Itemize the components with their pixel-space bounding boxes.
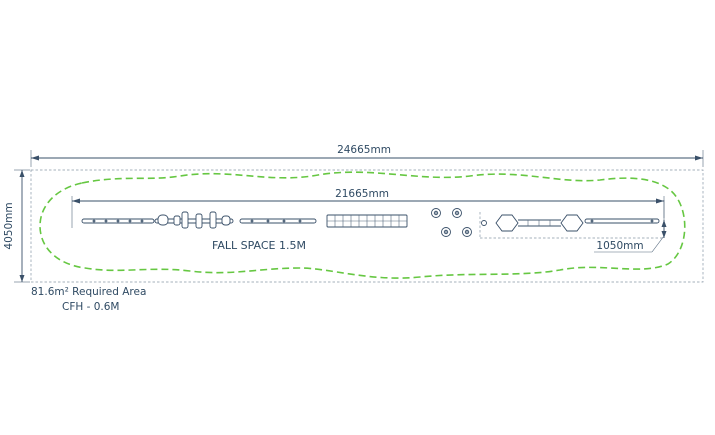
overall-length-dimension: 24665mm: [30, 144, 704, 167]
fall-space-zone: [39, 171, 686, 279]
required-area-boundary: [30, 169, 704, 283]
cfh-label: CFH - 0.6M: [62, 301, 120, 313]
end-offset-dimension: 1050mm: [479, 200, 667, 253]
stepping-posts: [154, 211, 234, 229]
rope-bridge: [481, 214, 660, 232]
balance-beam-1: [81, 218, 155, 224]
equipment-length-label: 21665mm: [335, 188, 389, 200]
overall-length-label: 24665mm: [337, 144, 391, 156]
end-offset-label: 1050mm: [596, 240, 643, 252]
fall-space-label: FALL SPACE 1.5M: [212, 239, 306, 252]
overall-width-dimension: 4050mm: [3, 169, 30, 283]
ladder-bridge: [326, 214, 408, 228]
stepping-pods: [431, 208, 472, 237]
balance-beam-2: [239, 218, 317, 224]
required-area-label: 81.6m² Required Area: [31, 286, 146, 298]
equipment-length-dimension: 21665mm: [71, 188, 665, 228]
overall-width-label: 4050mm: [3, 202, 15, 249]
